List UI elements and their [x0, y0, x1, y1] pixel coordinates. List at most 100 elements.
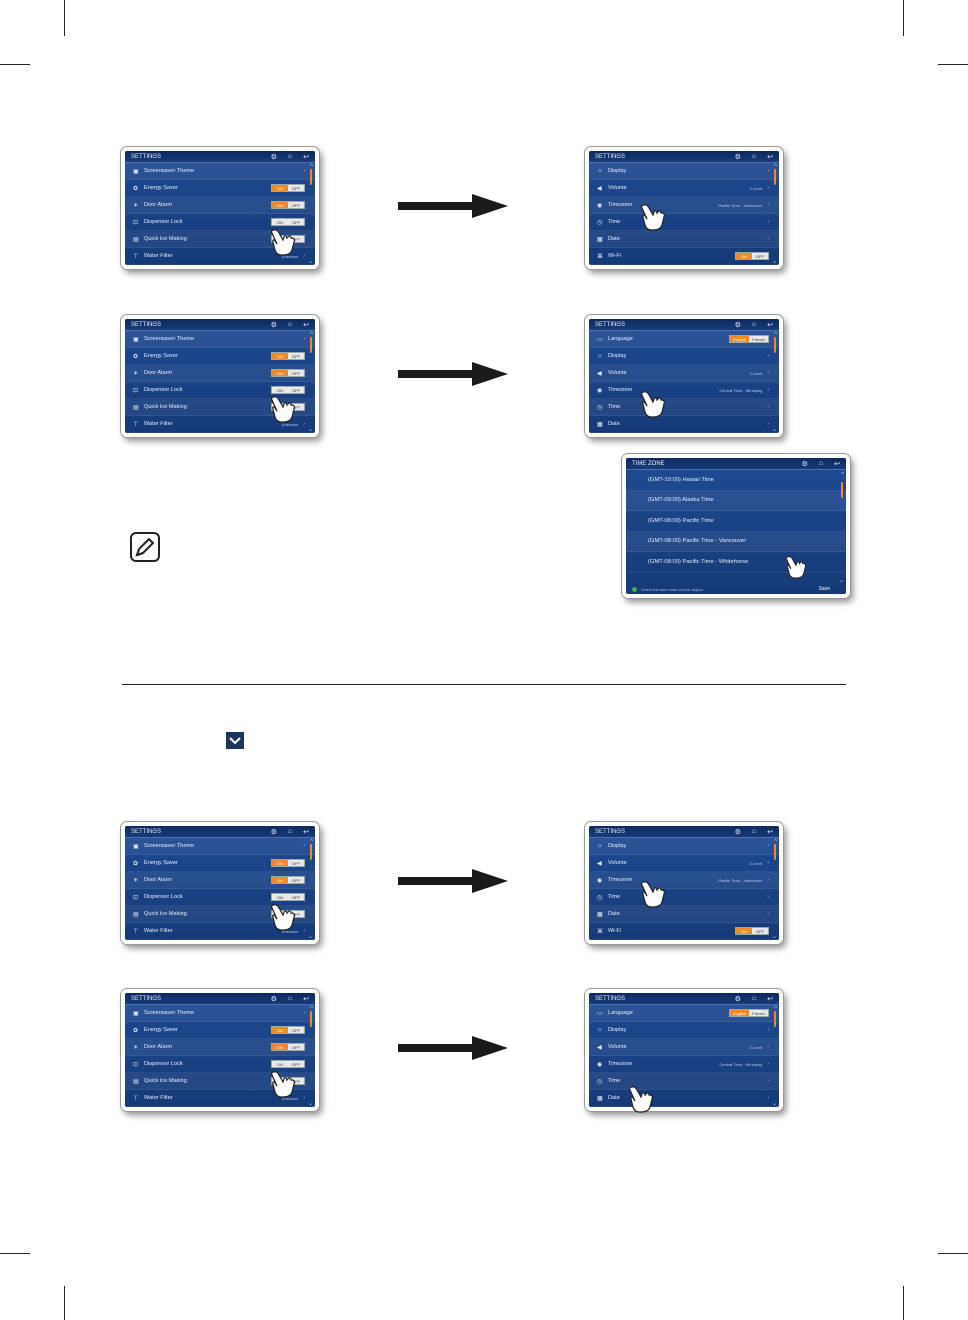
save-button[interactable]: Save — [818, 586, 830, 592]
settings-row[interactable]: ▣Screensaver Theme› — [125, 838, 315, 855]
settings-row[interactable]: ☼Display› — [589, 348, 779, 365]
settings-row[interactable]: ▣Screensaver Theme› — [125, 163, 315, 180]
toggle-off[interactable]: OFF — [288, 353, 304, 359]
toggle-on[interactable]: ON — [272, 1044, 288, 1050]
toggle-off[interactable]: OFF — [288, 370, 304, 376]
home-icon[interactable]: ⌂ — [751, 153, 757, 160]
toggle-on[interactable]: ON — [272, 202, 288, 208]
back-icon[interactable]: ↩ — [767, 321, 773, 329]
home-icon[interactable]: ⌂ — [287, 153, 293, 160]
scroll-down-icon[interactable]: ⌄ — [307, 259, 313, 265]
back-icon[interactable]: ↩ — [303, 995, 309, 1003]
toggle-off[interactable]: OFF — [288, 1061, 304, 1067]
gear-icon[interactable]: ⚙ — [734, 995, 741, 1003]
timezone-option[interactable]: (GMT-10:00) Hawaii Time — [626, 470, 846, 491]
scrollbar[interactable] — [774, 337, 776, 353]
timezone-option[interactable]: (GMT-08:00) Pacific Time - Whitehorse — [626, 552, 846, 573]
gear-icon[interactable]: ⚙ — [270, 321, 277, 329]
settings-row[interactable]: ☼Display› — [589, 163, 779, 180]
scroll-down-icon[interactable]: ⌄ — [771, 259, 777, 265]
home-icon[interactable]: ⌂ — [751, 321, 757, 328]
back-icon[interactable]: ↩ — [767, 828, 773, 836]
gear-icon[interactable]: ⚙ — [801, 460, 808, 468]
scroll-up-icon[interactable]: ^ — [841, 472, 844, 478]
toggle-off[interactable]: OFF — [288, 219, 304, 225]
toggle-off[interactable]: OFF — [288, 236, 304, 242]
settings-row[interactable]: ☼Display› — [589, 838, 779, 855]
toggle-off[interactable]: OFF — [288, 894, 304, 900]
home-icon[interactable]: ⌂ — [287, 828, 293, 835]
toggle-off[interactable]: OFF — [288, 860, 304, 866]
toggle-off[interactable]: OFF — [288, 202, 304, 208]
gear-icon[interactable]: ⚙ — [270, 153, 277, 161]
toggle-on[interactable]: ON — [272, 353, 288, 359]
toggle-on[interactable]: ON — [272, 860, 288, 866]
back-icon[interactable]: ↩ — [834, 460, 840, 468]
scrollbar[interactable] — [310, 337, 312, 353]
settings-row[interactable]: ▦Date› — [589, 1090, 779, 1107]
home-icon[interactable]: ⌂ — [818, 460, 824, 467]
settings-row[interactable]: ▦Date› — [589, 906, 779, 923]
back-icon[interactable]: ↩ — [303, 321, 309, 329]
settings-row[interactable]: ▦Date› — [589, 416, 779, 433]
toggle-on[interactable]: ON — [272, 370, 288, 376]
timezone-option[interactable]: (GMT-09:00) Alaska Time — [626, 490, 846, 511]
toggle-off[interactable]: OFF — [288, 387, 304, 393]
toggle-off[interactable]: OFF — [288, 185, 304, 191]
settings-row[interactable]: ◷Time› — [589, 214, 779, 231]
timezone-option[interactable]: (GMT-08:00) Pacific Time - Vancouver — [626, 531, 846, 552]
toggle-off[interactable]: OFF — [288, 1044, 304, 1050]
toggle-off[interactable]: OFF — [288, 404, 304, 410]
home-icon[interactable]: ⌂ — [751, 995, 757, 1002]
gear-icon[interactable]: ⚙ — [734, 828, 741, 836]
scroll-up-icon[interactable]: ^ — [310, 164, 313, 170]
toggle-on[interactable]: ON — [272, 1061, 288, 1067]
toggle-on[interactable]: ON — [272, 894, 288, 900]
settings-row[interactable]: ◷Time› — [589, 889, 779, 906]
toggle-off[interactable]: French — [749, 1010, 768, 1016]
toggle-off[interactable]: OFF — [752, 928, 768, 934]
gear-icon[interactable]: ⚙ — [734, 321, 741, 329]
timezone-option[interactable]: (GMT-08:00) Pacific Time — [626, 511, 846, 532]
scrollbar[interactable] — [310, 844, 312, 860]
gear-icon[interactable]: ⚙ — [270, 828, 277, 836]
toggle-on[interactable]: English — [730, 1010, 749, 1016]
toggle-on[interactable]: English — [730, 336, 749, 342]
home-icon[interactable]: ⌂ — [751, 828, 757, 835]
toggle-off[interactable]: OFF — [288, 1078, 304, 1084]
scroll-down-icon[interactable]: ⌄ — [307, 427, 313, 433]
settings-row[interactable]: ▣Screensaver Theme› — [125, 1005, 315, 1022]
toggle-on[interactable]: ON — [272, 219, 288, 225]
scroll-down-icon[interactable]: ⌄ — [838, 578, 844, 584]
toggle-off[interactable]: French — [749, 336, 768, 342]
back-icon[interactable]: ↩ — [767, 153, 773, 161]
toggle-off[interactable]: OFF — [288, 911, 304, 917]
